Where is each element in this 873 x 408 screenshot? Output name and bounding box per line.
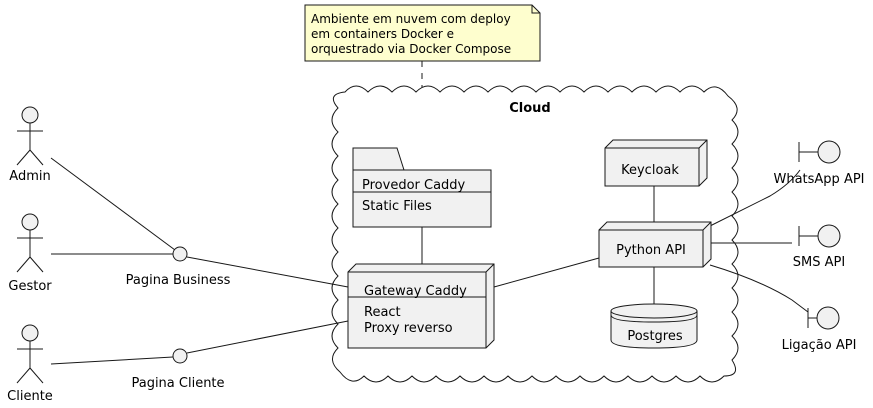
link-python-whatsapp (709, 169, 801, 227)
link-business-gateway (186, 256, 349, 288)
note-line-2: em containers Docker e (311, 27, 454, 41)
postgres-label: Postgres (627, 329, 683, 344)
gateway-title: Gateway Caddy (364, 284, 467, 299)
actor-gestor-label: Gestor (8, 279, 52, 294)
link-python-ligacao (709, 264, 809, 313)
boundary-whatsapp-icon (798, 140, 841, 164)
node-python-api: Python API (598, 221, 712, 268)
interface-business: Pagina Business (126, 246, 231, 288)
actor-cliente-icon (16, 324, 44, 384)
database-postgres: Postgres (610, 303, 698, 349)
python-api-label: Python API (616, 243, 686, 258)
provedor-title: Provedor Caddy (362, 178, 466, 193)
actor-admin: Admin (9, 106, 51, 184)
node-keycloak: Keycloak (604, 139, 708, 187)
link-admin-business (50, 157, 176, 251)
actor-cliente-label: Cliente (7, 389, 53, 404)
interface-business-icon (172, 246, 188, 262)
folder-provedor-caddy: Provedor Caddy Static Files (352, 147, 492, 228)
boundary-ligacao-icon (807, 306, 840, 330)
provedor-body: Static Files (362, 199, 432, 214)
actor-admin-icon (16, 106, 44, 166)
boundary-sms-icon (798, 224, 841, 248)
actor-admin-label: Admin (9, 169, 50, 184)
actor-gestor-icon (16, 213, 44, 273)
interface-cliente-icon (172, 348, 188, 364)
node-gateway-caddy: Gateway Caddy React Proxy reverso (347, 263, 495, 349)
boundary-ligacao: Ligação API (782, 306, 857, 353)
interface-business-label: Pagina Business (126, 273, 231, 288)
interface-cliente-label: Pagina Cliente (131, 376, 224, 391)
link-gateway-python (493, 257, 600, 288)
link-cliente-pagina (50, 356, 174, 365)
actor-gestor: Gestor (8, 213, 52, 294)
cloud-title: Cloud (509, 101, 551, 116)
boundary-sms: SMS API (793, 224, 845, 270)
boundary-whatsapp: WhatsApp API (773, 140, 865, 187)
keycloak-label: Keycloak (621, 163, 679, 178)
gateway-body-line-1: React (364, 305, 401, 320)
connections (50, 157, 809, 365)
interface-cliente: Pagina Cliente (131, 348, 225, 391)
gateway-body-line-2: Proxy reverso (364, 321, 453, 336)
boundary-ligacao-label: Ligação API (782, 338, 857, 353)
actor-cliente: Cliente (7, 324, 53, 404)
note: Ambiente em nuvem com deploy em containe… (304, 4, 541, 62)
link-pagina-gateway (186, 320, 349, 354)
note-line-1: Ambiente em nuvem com deploy (311, 12, 511, 26)
boundary-whatsapp-label: WhatsApp API (773, 172, 864, 187)
note-line-3: orquestrado via Docker Compose (311, 42, 511, 56)
boundary-sms-label: SMS API (793, 255, 845, 270)
